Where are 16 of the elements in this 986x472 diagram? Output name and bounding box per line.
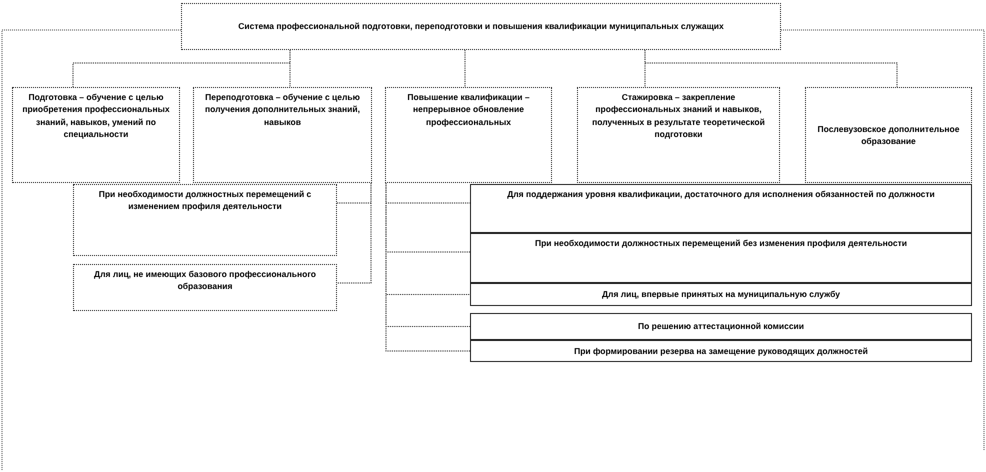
category-box: При необходимости должностных перемещений с изменением профиля деятельности — [73, 184, 337, 256]
category-box: Переподготовка – обучение с целью получения дополнительных знаний, навыков — [193, 87, 372, 183]
category-box: Для поддержания уровня квалификации, достаточного для исполнения обязанностей по должности — [470, 184, 972, 233]
connector-line — [336, 182, 372, 284]
category-box: При формировании резерва на замещение руководящих должностей — [470, 340, 972, 362]
title-box: Система профессиональной подготовки, переподготовки и повышения квалификации муниципальных служащих — [181, 3, 781, 50]
category-box: Подготовка – обучение с целью приобретения профессиональных знаний, навыков, умений по специальности — [12, 87, 180, 183]
connector-line — [464, 50, 466, 88]
connector-line — [644, 50, 898, 88]
category-box: Послевузовское дополнительное образование — [805, 87, 972, 183]
category-box: Повышение квалификации – непрерывное обновление профессиональных — [385, 87, 552, 183]
category-box: Для лиц, не имеющих базового профессионального образования — [73, 264, 337, 311]
category-box: Для лиц, впервые принятых на муниципальную службу — [470, 283, 972, 306]
category-box: При необходимости должностных перемещений без изменения профиля деятельности — [470, 233, 972, 283]
category-box: По решению аттестационной комиссии — [470, 313, 972, 340]
category-box: Стажировка – закрепление профессиональных знаний и навыков, полученных в результате теоретической подготовки — [577, 87, 780, 183]
